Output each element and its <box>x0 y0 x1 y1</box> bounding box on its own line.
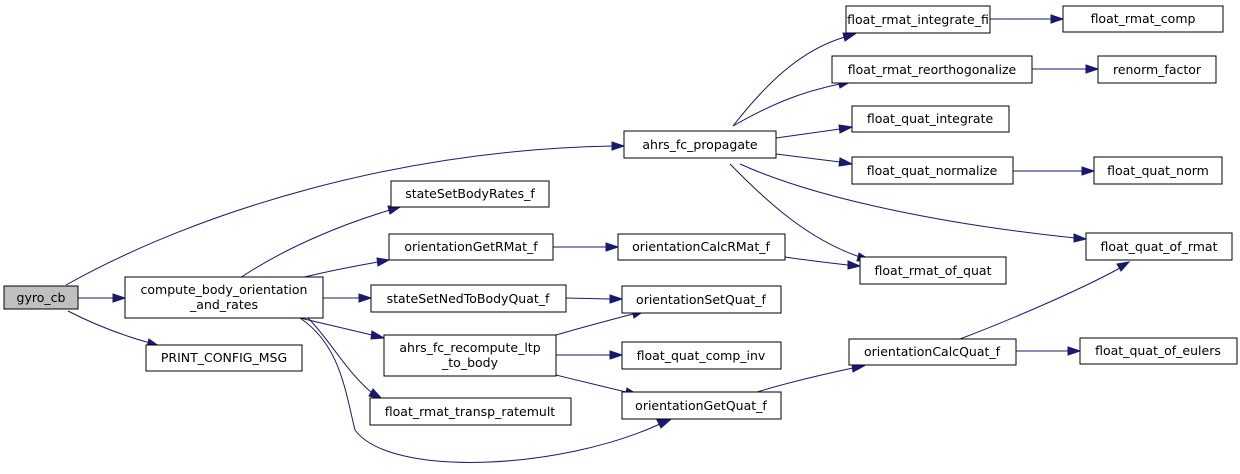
edge-gyro-cb-to-compute-body-orientation <box>78 293 127 303</box>
node-state-set-ned-to-body-quat-f[interactable]: stateSetNedToBodyQuat_f <box>370 284 567 313</box>
edge-gyro-cb-to-ahrs-fc-propagate <box>65 141 626 286</box>
node-label: orientationCalcQuat_f <box>864 344 1001 359</box>
edge-calc-rmat-to-rmat-of-quat <box>784 256 862 270</box>
edge-recompute-to-quat-comp-inv <box>556 350 624 360</box>
node-ahrs-fc-propagate[interactable]: ahrs_fc_propagate <box>623 130 777 159</box>
node-label: float_quat_comp_inv <box>637 348 766 363</box>
node-float-rmat-integrate-fi[interactable]: float_rmat_integrate_fi <box>845 5 991 34</box>
node-label: float_quat_integrate <box>867 111 994 126</box>
edge-compute-to-orientation-get-rmat <box>299 257 391 279</box>
node-label: float_rmat_of_quat <box>875 263 992 278</box>
edge-compute-to-state-set-ned-quat <box>323 293 373 303</box>
node-label: float_quat_of_eulers <box>1095 343 1221 358</box>
node-label-line-1: ahrs_fc_recompute_ltp <box>399 340 540 355</box>
edge-quat-normalize-to-quat-norm <box>1013 166 1096 176</box>
edge-propagate-to-rmat-integrate-fi <box>732 32 857 127</box>
edge-ned-quat-to-orientation-set-quat <box>565 294 624 304</box>
node-orientation-set-quat-f[interactable]: orientationSetQuat_f <box>621 285 782 314</box>
node-orientation-get-quat-f[interactable]: orientationGetQuat_f <box>621 391 782 420</box>
node-orientation-calc-quat-f[interactable]: orientationCalcQuat_f <box>848 338 1017 366</box>
node-label: float_quat_of_rmat <box>1101 239 1218 254</box>
node-label: float_quat_normalize <box>867 163 998 178</box>
node-label-line-2: _and_rates <box>189 297 258 312</box>
edge-calc-quat-to-quat-of-eulers <box>1016 346 1082 356</box>
node-label-line-2: _to_body <box>441 355 499 370</box>
node-ahrs-fc-recompute-ltp-to-body[interactable]: ahrs_fc_recompute_ltp _to_body <box>383 334 557 377</box>
node-label: float_rmat_comp <box>1091 11 1196 26</box>
edge-compute-to-float-rmat-transp-ratemult <box>307 317 384 400</box>
node-renorm-factor[interactable]: renorm_factor <box>1097 55 1217 84</box>
node-label-line-1: compute_body_orientation <box>141 282 308 297</box>
node-label: float_rmat_reorthogonalize <box>848 62 1017 77</box>
node-label: ahrs_fc_propagate <box>642 137 758 152</box>
edge-get-rmat-to-calc-rmat <box>553 242 620 252</box>
node-float-rmat-comp[interactable]: float_rmat_comp <box>1062 5 1224 33</box>
node-float-rmat-reorthogonalize[interactable]: float_rmat_reorthogonalize <box>831 55 1033 84</box>
edge-propagate-to-rmat-reorthogonalize <box>732 79 852 127</box>
edge-calc-quat-to-quat-of-rmat <box>959 261 1131 340</box>
edge-propagate-to-quat-integrate <box>775 124 854 139</box>
node-float-quat-normalize[interactable]: float_quat_normalize <box>851 156 1014 185</box>
node-label: gyro_cb <box>17 290 66 305</box>
node-state-set-body-rates-f[interactable]: stateSetBodyRates_f <box>390 180 550 208</box>
edge-propagate-to-quat-of-rmat <box>739 163 1088 243</box>
edge-reorthogonalize-to-renorm-factor <box>1032 64 1100 74</box>
node-compute-body-orientation-and-rates[interactable]: compute_body_orientation _and_rates <box>124 276 324 319</box>
node-float-quat-norm[interactable]: float_quat_norm <box>1093 156 1223 185</box>
node-label: float_quat_norm <box>1107 163 1209 178</box>
node-label: float_rmat_transp_ratemult <box>385 404 556 419</box>
node-gyro-cb[interactable]: gyro_cb <box>3 285 79 310</box>
node-label: renorm_factor <box>1113 62 1202 77</box>
node-float-quat-of-rmat[interactable]: float_quat_of_rmat <box>1085 232 1233 261</box>
edge-compute-to-orientation-get-quat <box>299 317 672 463</box>
node-label: stateSetNedToBodyQuat_f <box>387 291 550 306</box>
edge-compute-to-ahrs-recompute <box>299 317 386 340</box>
node-float-rmat-transp-ratemult[interactable]: float_rmat_transp_ratemult <box>369 397 572 426</box>
node-label: orientationGetQuat_f <box>635 398 767 413</box>
node-label: orientationGetRMat_f <box>404 239 538 254</box>
node-label: orientationSetQuat_f <box>636 292 766 307</box>
edge-compute-to-state-set-body-rates <box>239 205 402 279</box>
edge-propagate-to-quat-normalize <box>775 153 854 167</box>
node-float-rmat-of-quat[interactable]: float_rmat_of_quat <box>859 256 1007 285</box>
edge-recompute-to-orientation-set-quat <box>555 309 646 336</box>
node-orientation-get-rmat-f[interactable]: orientationGetRMat_f <box>388 233 554 261</box>
node-float-quat-of-eulers[interactable]: float_quat_of_eulers <box>1079 337 1238 365</box>
node-float-quat-integrate[interactable]: float_quat_integrate <box>851 105 1010 133</box>
node-label: float_rmat_integrate_fi <box>847 12 989 27</box>
edge-rmat-integrate-fi-to-rmat-comp <box>990 14 1065 24</box>
node-label: stateSetBodyRates_f <box>405 186 535 201</box>
node-label: orientationCalcRMat_f <box>632 239 770 254</box>
node-label: PRINT_CONFIG_MSG <box>161 350 287 365</box>
node-print-config-msg[interactable]: PRINT_CONFIG_MSG <box>145 344 303 372</box>
node-float-quat-comp-inv[interactable]: float_quat_comp_inv <box>621 341 782 370</box>
node-orientation-calc-rmat-f[interactable]: orientationCalcRMat_f <box>617 233 786 261</box>
